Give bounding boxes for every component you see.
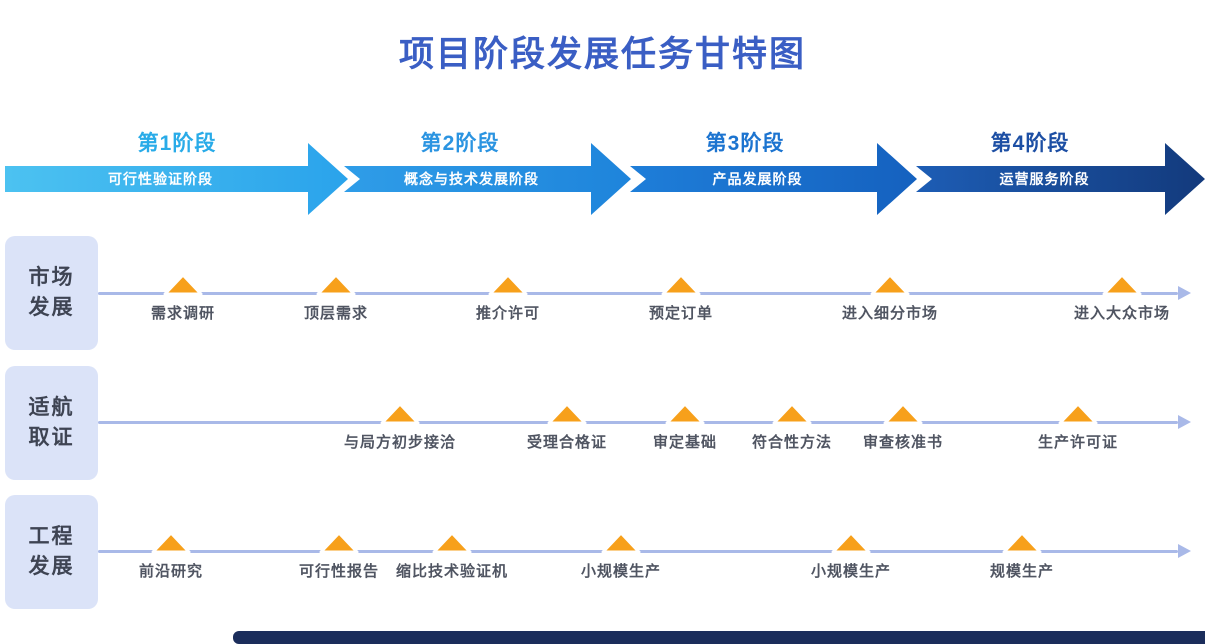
lane-3-label-box: 工程发展 — [5, 495, 98, 609]
milestone-label: 前沿研究 — [138, 563, 204, 580]
milestone-label: 小规模生产 — [810, 563, 892, 580]
milestone-marker-icon — [380, 402, 420, 425]
milestone-label: 规模生产 — [989, 563, 1055, 580]
milestone-marker-icon — [1002, 531, 1042, 554]
milestone-label: 受理合格证 — [526, 434, 608, 451]
milestone-marker-icon — [601, 531, 641, 554]
lane-label-line: 发展 — [28, 296, 75, 319]
lane-1-label-box: 市场发展 — [5, 236, 98, 350]
phase-3-title: 第3阶段 — [705, 132, 785, 155]
milestone-marker-icon — [665, 402, 705, 425]
phase-4-title: 第4阶段 — [990, 132, 1070, 155]
milestone-marker-icon — [547, 402, 587, 425]
milestone-marker-icon — [151, 531, 191, 554]
phase-1-sublabel: 可行性验证阶段 — [108, 171, 213, 187]
phase-2-title: 第2阶段 — [420, 132, 500, 155]
milestone-marker-icon — [883, 402, 923, 425]
milestone-label: 审定基础 — [652, 434, 718, 451]
bottom-decoration-bar — [233, 631, 1205, 644]
milestone-marker-icon — [870, 273, 910, 296]
milestone-label: 缩比技术验证机 — [395, 563, 509, 580]
milestone-marker-icon — [319, 531, 359, 554]
lane-2-timeline — [98, 421, 1178, 424]
milestone-marker-icon — [772, 402, 812, 425]
milestone-label: 推介许可 — [475, 305, 541, 322]
milestone-label: 需求调研 — [150, 305, 216, 322]
milestone-label: 审查核准书 — [862, 434, 944, 451]
page-title: 项目阶段发展任务甘特图 — [398, 35, 806, 74]
lane-label-line: 适航 — [28, 395, 75, 419]
milestone-label: 与局方初步接洽 — [343, 434, 457, 451]
phase-4-sublabel: 运营服务阶段 — [999, 171, 1090, 187]
lane-label-line: 发展 — [28, 555, 75, 578]
milestone-label: 可行性报告 — [298, 563, 380, 580]
phase-3-sublabel: 产品发展阶段 — [712, 171, 803, 187]
lane-3-timeline-arrowhead — [1178, 544, 1191, 558]
milestone-label: 进入细分市场 — [841, 305, 939, 322]
milestone-label: 进入大众市场 — [1073, 305, 1171, 322]
milestone-marker-icon — [1058, 402, 1098, 425]
lane-2-label-box: 适航取证 — [5, 366, 98, 480]
milestone-label: 生产许可证 — [1037, 434, 1119, 451]
milestone-label: 顶层需求 — [303, 305, 369, 322]
milestone-marker-icon — [1102, 273, 1142, 296]
phase-1-title: 第1阶段 — [137, 132, 217, 155]
milestone-label: 符合性方法 — [751, 434, 833, 451]
lane-2-timeline-arrowhead — [1178, 415, 1191, 429]
phase-2-sublabel: 概念与技术发展阶段 — [404, 171, 539, 187]
lane-label-line: 取证 — [28, 426, 75, 449]
milestone-marker-icon — [661, 273, 701, 296]
milestone-marker-icon — [488, 273, 528, 296]
lane-1-timeline-arrowhead — [1178, 286, 1191, 300]
lane-label-line: 市场 — [28, 265, 75, 289]
milestone-marker-icon — [316, 273, 356, 296]
milestone-label: 预定订单 — [648, 305, 714, 322]
lane-label-line: 工程 — [28, 524, 75, 548]
lane-1-timeline — [98, 292, 1178, 295]
milestone-marker-icon — [432, 531, 472, 554]
milestone-marker-icon — [831, 531, 871, 554]
milestone-marker-icon — [163, 273, 203, 296]
milestone-label: 小规模生产 — [580, 563, 662, 580]
